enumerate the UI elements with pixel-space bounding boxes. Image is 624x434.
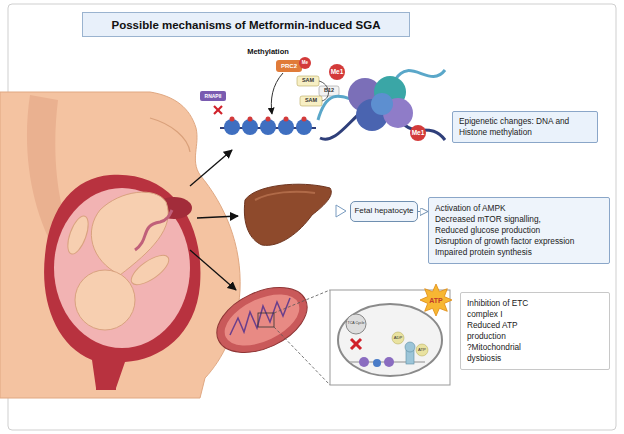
title-box: Possible mechanisms of Metformin-induced… [82, 12, 410, 37]
methyl-label: Me [302, 61, 308, 66]
histone [371, 93, 393, 115]
molecule-label: SAM [302, 78, 314, 84]
mitochondrion-zoom [338, 304, 442, 376]
node-text: Epigenetic changes: DNA and Histone meth… [459, 116, 591, 138]
methylation-arrow [271, 73, 283, 114]
fetus-limb [64, 213, 93, 256]
methyl-mark [266, 117, 271, 122]
pointer-triangle [336, 205, 346, 217]
info-box: Activation of AMPKDecreased mTOR signall… [428, 197, 610, 264]
fetus-head [75, 270, 135, 330]
mitochondrion-illustration [207, 274, 452, 385]
zoom-line [274, 327, 330, 385]
tca-circle [346, 314, 366, 334]
molecule-label: B12 [324, 88, 334, 94]
info-box: Epigenetic changes: DNA and Histone meth… [452, 111, 598, 143]
process-box: Fetal hepatocyte [350, 201, 418, 222]
methyl-mark [410, 125, 426, 141]
methyl-mark [299, 57, 311, 69]
methyl-label: Me1 [412, 130, 425, 137]
block-cross [351, 339, 361, 349]
node-text: Decreased mTOR signalling, [435, 214, 603, 225]
liver-shape [244, 184, 331, 245]
protein-label: PRC2 [281, 63, 297, 69]
uterus-cavity [54, 188, 190, 348]
fetus-limb [127, 250, 173, 290]
sam-box [300, 96, 322, 106]
rnapii-box [200, 91, 226, 101]
node-text: Activation of AMPK [435, 203, 603, 214]
atp-burst [420, 284, 452, 316]
energy-label: ATP [429, 297, 442, 304]
block-cross [214, 106, 222, 114]
mitochondrion-inner [217, 284, 307, 356]
methyl-label: Me1 [331, 69, 344, 76]
methylation-illustration [200, 57, 445, 141]
node-text: Fetal hepatocyte [354, 206, 413, 217]
methyl-mark [284, 117, 289, 122]
atp-synthase [405, 342, 415, 352]
protein-label: RNAPII [205, 94, 222, 99]
adp-circle [392, 332, 404, 344]
b12-box [319, 86, 339, 96]
liver-illustration [244, 184, 346, 245]
outer-frame [8, 4, 616, 430]
part-name: Methylation [247, 48, 289, 56]
molecule-label: ADP [394, 336, 403, 340]
molecule-label: SAM [305, 98, 317, 104]
methyl-mark [248, 117, 253, 122]
atp-circle [416, 344, 428, 356]
zoom-square [258, 313, 274, 327]
cristae [230, 298, 290, 335]
etc-complex [373, 359, 381, 367]
cycle-label: TCA Cycle [348, 322, 365, 326]
liver-highlight [255, 192, 315, 200]
prc2-box [276, 60, 302, 72]
uterus-wall [44, 175, 200, 388]
pointer-arrow [190, 150, 232, 186]
pregnant-woman [0, 92, 240, 398]
molecule-label: ATP [418, 348, 426, 352]
node-text: Disruption of growth factor expression [435, 236, 603, 247]
node-text: Reduced glucose production [435, 225, 603, 236]
breast-line [150, 118, 190, 152]
node-text: Impaired protein synthesis [435, 247, 603, 258]
umbilical-cord [135, 210, 172, 250]
pointer-arrow [190, 250, 236, 290]
zoom-line [274, 290, 330, 313]
node-text: Inhibition of ETC complex I [467, 298, 551, 320]
methyl-mark [302, 117, 307, 122]
mitochondrion-outer [207, 274, 318, 365]
block-cross [214, 106, 222, 114]
etc-complex [384, 357, 394, 367]
node-text: ?Mitochondrial dysbiosis [467, 342, 551, 364]
diagram-title: Possible mechanisms of Metformin-induced… [111, 19, 380, 31]
pointer-arrow [197, 216, 238, 218]
methyl-mark [230, 117, 235, 122]
connector-arrow [418, 211, 428, 212]
methyl-mark [329, 64, 345, 80]
etc-complex [359, 357, 369, 367]
cervix-shape [96, 360, 116, 390]
node-text: Reduced ATP production [467, 320, 551, 342]
info-box: Inhibition of ETC complex IReduced ATP p… [460, 292, 610, 370]
sam-box [297, 76, 319, 86]
body-silhouette [0, 92, 240, 398]
block-cross [351, 339, 361, 349]
